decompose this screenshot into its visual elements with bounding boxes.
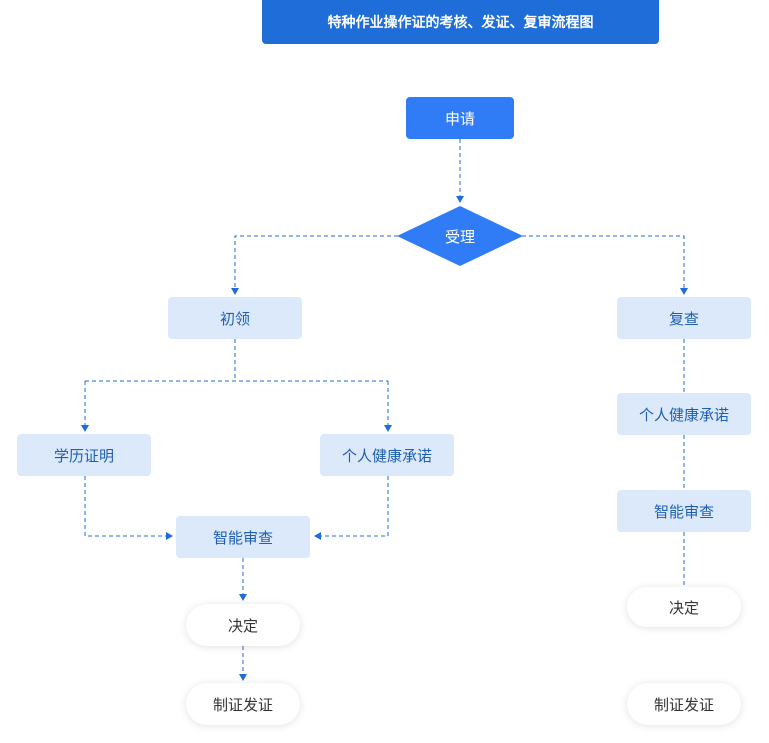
chart-title: 特种作业操作证的考核、发证、复审流程图 (262, 0, 659, 44)
connector-education-smart (84, 476, 173, 540)
connector-health-smart (314, 476, 389, 540)
connector-accept-review (522, 235, 688, 295)
node-issue-left: 制证发证 (186, 683, 300, 725)
node-decision-right: 决定 (627, 587, 741, 627)
node-issue-right: 制证发证 (627, 683, 741, 725)
node-education-cert: 学历证明 (17, 434, 151, 476)
node-initial: 初领 (168, 297, 302, 339)
node-apply: 申请 (406, 97, 514, 139)
connector-accept-initial (231, 235, 398, 295)
node-health-pledge-right: 个人健康承诺 (617, 393, 751, 435)
node-decision-left: 决定 (186, 604, 300, 646)
node-smart-review-right: 智能审查 (617, 490, 751, 532)
node-accept-label: 受理 (444, 227, 475, 246)
node-review: 复查 (617, 297, 751, 339)
node-health-pledge-left: 个人健康承诺 (320, 434, 454, 476)
node-smart-review-left: 智能审查 (176, 516, 310, 558)
accept-diamond (397, 206, 523, 266)
